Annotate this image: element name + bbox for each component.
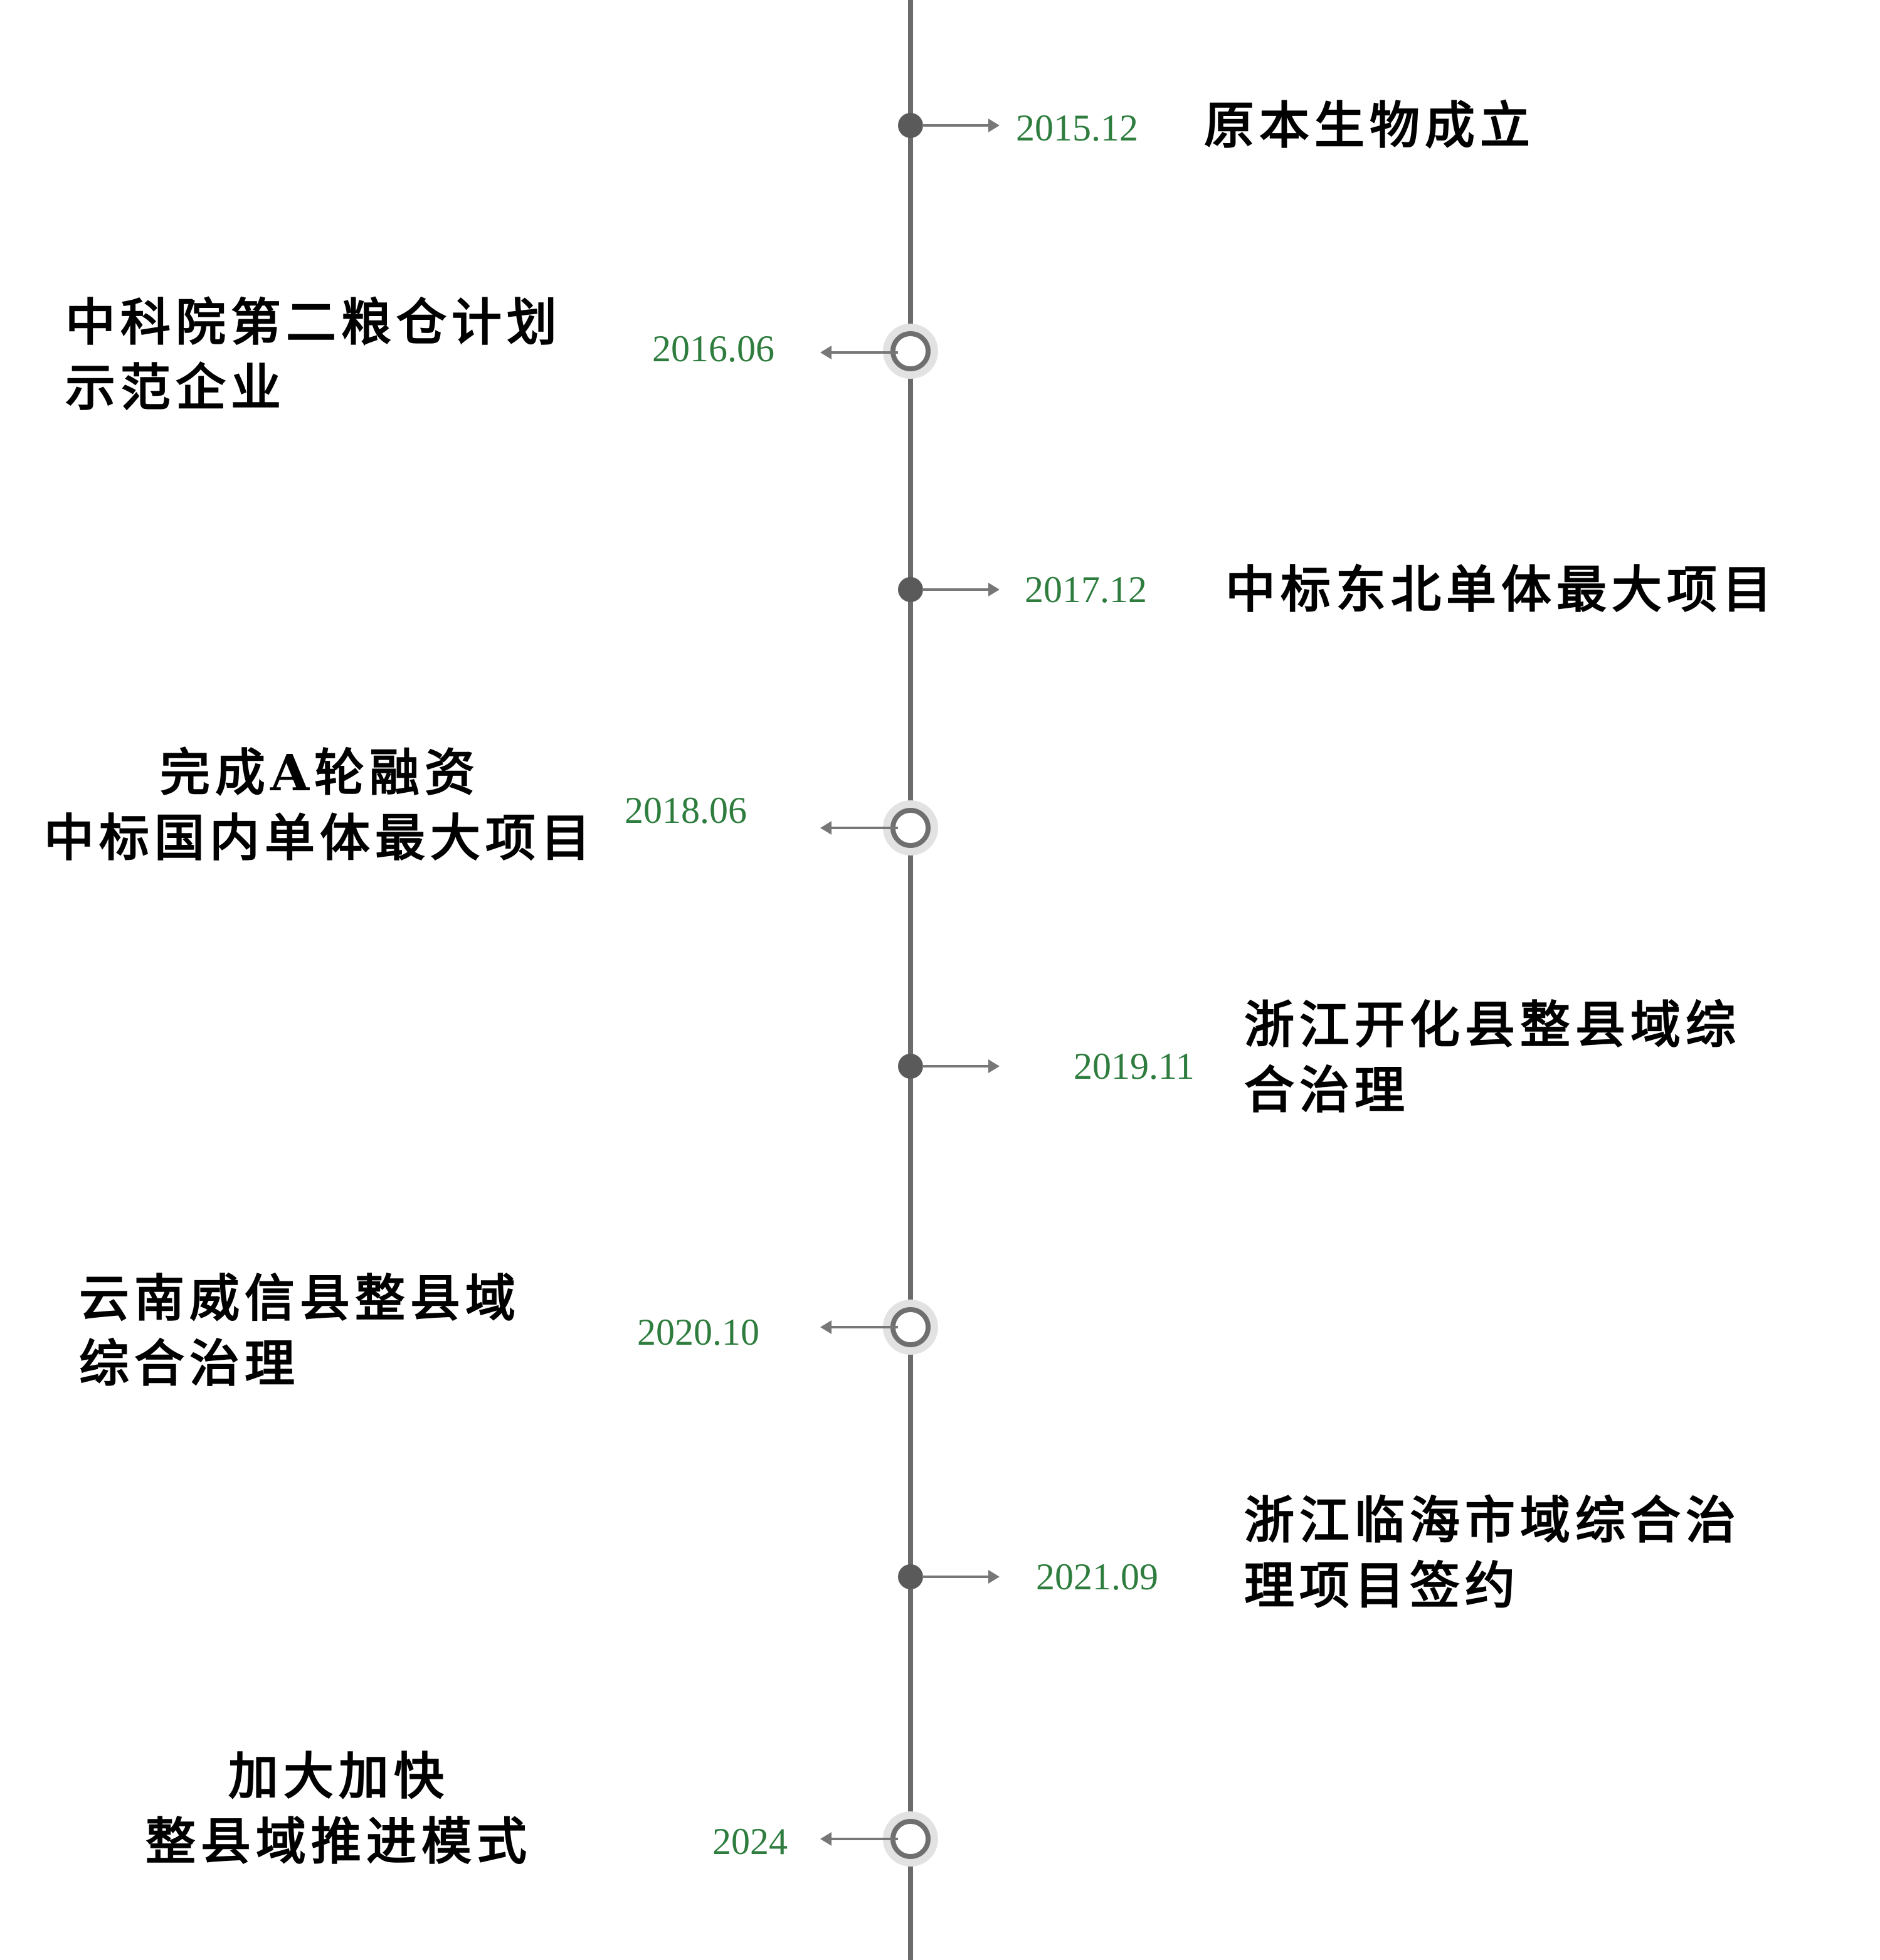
event-line: 理项目签约 [1244, 1556, 1520, 1615]
event-line: 中科院第二粮仓计划 [65, 293, 562, 352]
timeline-event: 中科院第二粮仓计划 示范企业 [65, 290, 562, 420]
event-line: 完成A轮融资 [159, 743, 480, 802]
arrow-right-icon [922, 583, 1000, 596]
timeline-event: 中标东北单体最大项目 [1225, 557, 1777, 622]
timeline-dot-filled [898, 113, 923, 138]
timeline-event: 浙江临海市域综合治 理项目签约 [1244, 1488, 1741, 1618]
event-line: 合治理 [1244, 1061, 1410, 1120]
event-line: 浙江开化县整县域综 [1244, 995, 1741, 1054]
timeline-date: 2018.06 [625, 790, 747, 831]
event-line: 浙江临海市域综合治 [1244, 1491, 1741, 1550]
event-line: 整县域推进模式 [145, 1812, 532, 1871]
timeline-event: 原本生物成立 [1204, 93, 1535, 158]
arrow-left-icon [820, 346, 898, 359]
timeline-date: 2019.11 [1074, 1046, 1195, 1087]
timeline-dot-hollow [890, 331, 931, 371]
arrow-left-icon [820, 1320, 898, 1334]
arrow-right-icon [922, 1570, 1000, 1584]
timeline-date: 2015.12 [1016, 107, 1138, 149]
event-line: 云南威信县整县域 [79, 1269, 520, 1328]
timeline-date: 2020.10 [637, 1311, 759, 1353]
arrow-left-icon [820, 1832, 898, 1846]
event-line: 综合治理 [79, 1334, 300, 1393]
arrow-right-icon [922, 1059, 1000, 1073]
timeline-event: 加大加快 整县域推进模式 [100, 1744, 577, 1874]
event-line: 示范企业 [65, 358, 286, 417]
timeline-dot-filled [898, 1054, 923, 1079]
timeline-axis [908, 0, 913, 1960]
event-line: 中标国内单体最大项目 [44, 808, 596, 867]
event-line: 原本生物成立 [1204, 96, 1535, 155]
timeline-event: 浙江开化县整县域综 合治理 [1244, 992, 1741, 1123]
event-line: 加大加快 [228, 1747, 449, 1806]
timeline-date: 2016.06 [652, 328, 774, 369]
timeline-dot-filled [898, 577, 923, 602]
arrow-right-icon [922, 119, 1000, 132]
timeline-date: 2017.12 [1025, 569, 1147, 610]
timeline-event: 完成A轮融资 中标国内单体最大项目 [38, 740, 602, 871]
timeline-dot-filled [898, 1564, 923, 1589]
timeline-date: 2024 [712, 1821, 788, 1862]
timeline-event: 云南威信县整县域 综合治理 [79, 1266, 520, 1396]
event-line: 中标东北单体最大项目 [1225, 560, 1777, 619]
arrow-left-icon [820, 821, 898, 835]
timeline-date: 2021.09 [1036, 1556, 1158, 1597]
